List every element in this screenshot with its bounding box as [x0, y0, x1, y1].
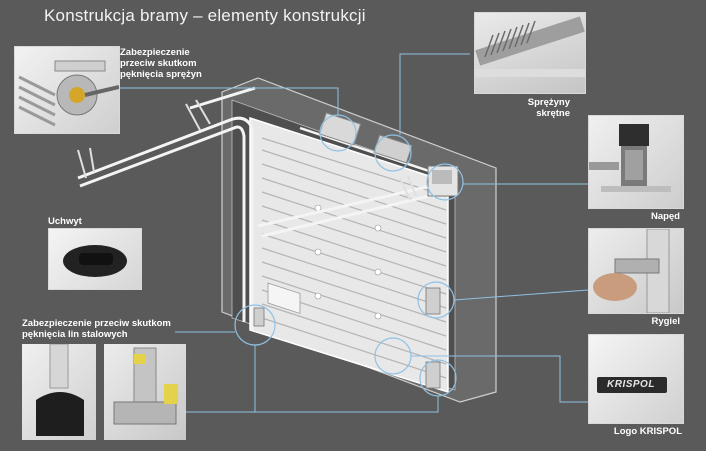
krispol-logo-photo: KRISPOL [588, 334, 684, 424]
handle-photo [48, 228, 142, 290]
door-panel [249, 116, 449, 394]
spring-break-safety-label: Zabezpieczenie przeciw skutkom pęknięcia… [120, 47, 202, 80]
spring-break-safety-photo [14, 46, 120, 134]
drive-label: Napęd [650, 211, 680, 222]
logo-label: Logo KRISPOL [613, 426, 682, 437]
side-hardware [253, 287, 441, 389]
krispol-logo-badge: KRISPOL [597, 377, 667, 393]
cable-break-photo-2 [104, 344, 186, 440]
callout-lines [120, 53, 589, 413]
cable-break-safety-label: Zabezpieczenie przeciw skutkom pęknięcia… [22, 318, 171, 340]
torsion-spring-assembly [318, 112, 459, 197]
handle-label: Uchwyt [48, 216, 82, 227]
krispol-logo-text: KRISPOL [607, 379, 655, 390]
page-title: Konstrukcja bramy – elementy konstrukcji [44, 6, 366, 25]
track-brackets [77, 99, 417, 201]
bolt-photo [588, 228, 684, 314]
bolt-label: Rygiel [651, 316, 680, 327]
torsion-springs-label: Sprężyny skrętne [527, 97, 570, 119]
torsion-springs-photo [474, 12, 586, 94]
drive-photo [588, 115, 684, 209]
cable-break-photo-1 [22, 344, 96, 440]
